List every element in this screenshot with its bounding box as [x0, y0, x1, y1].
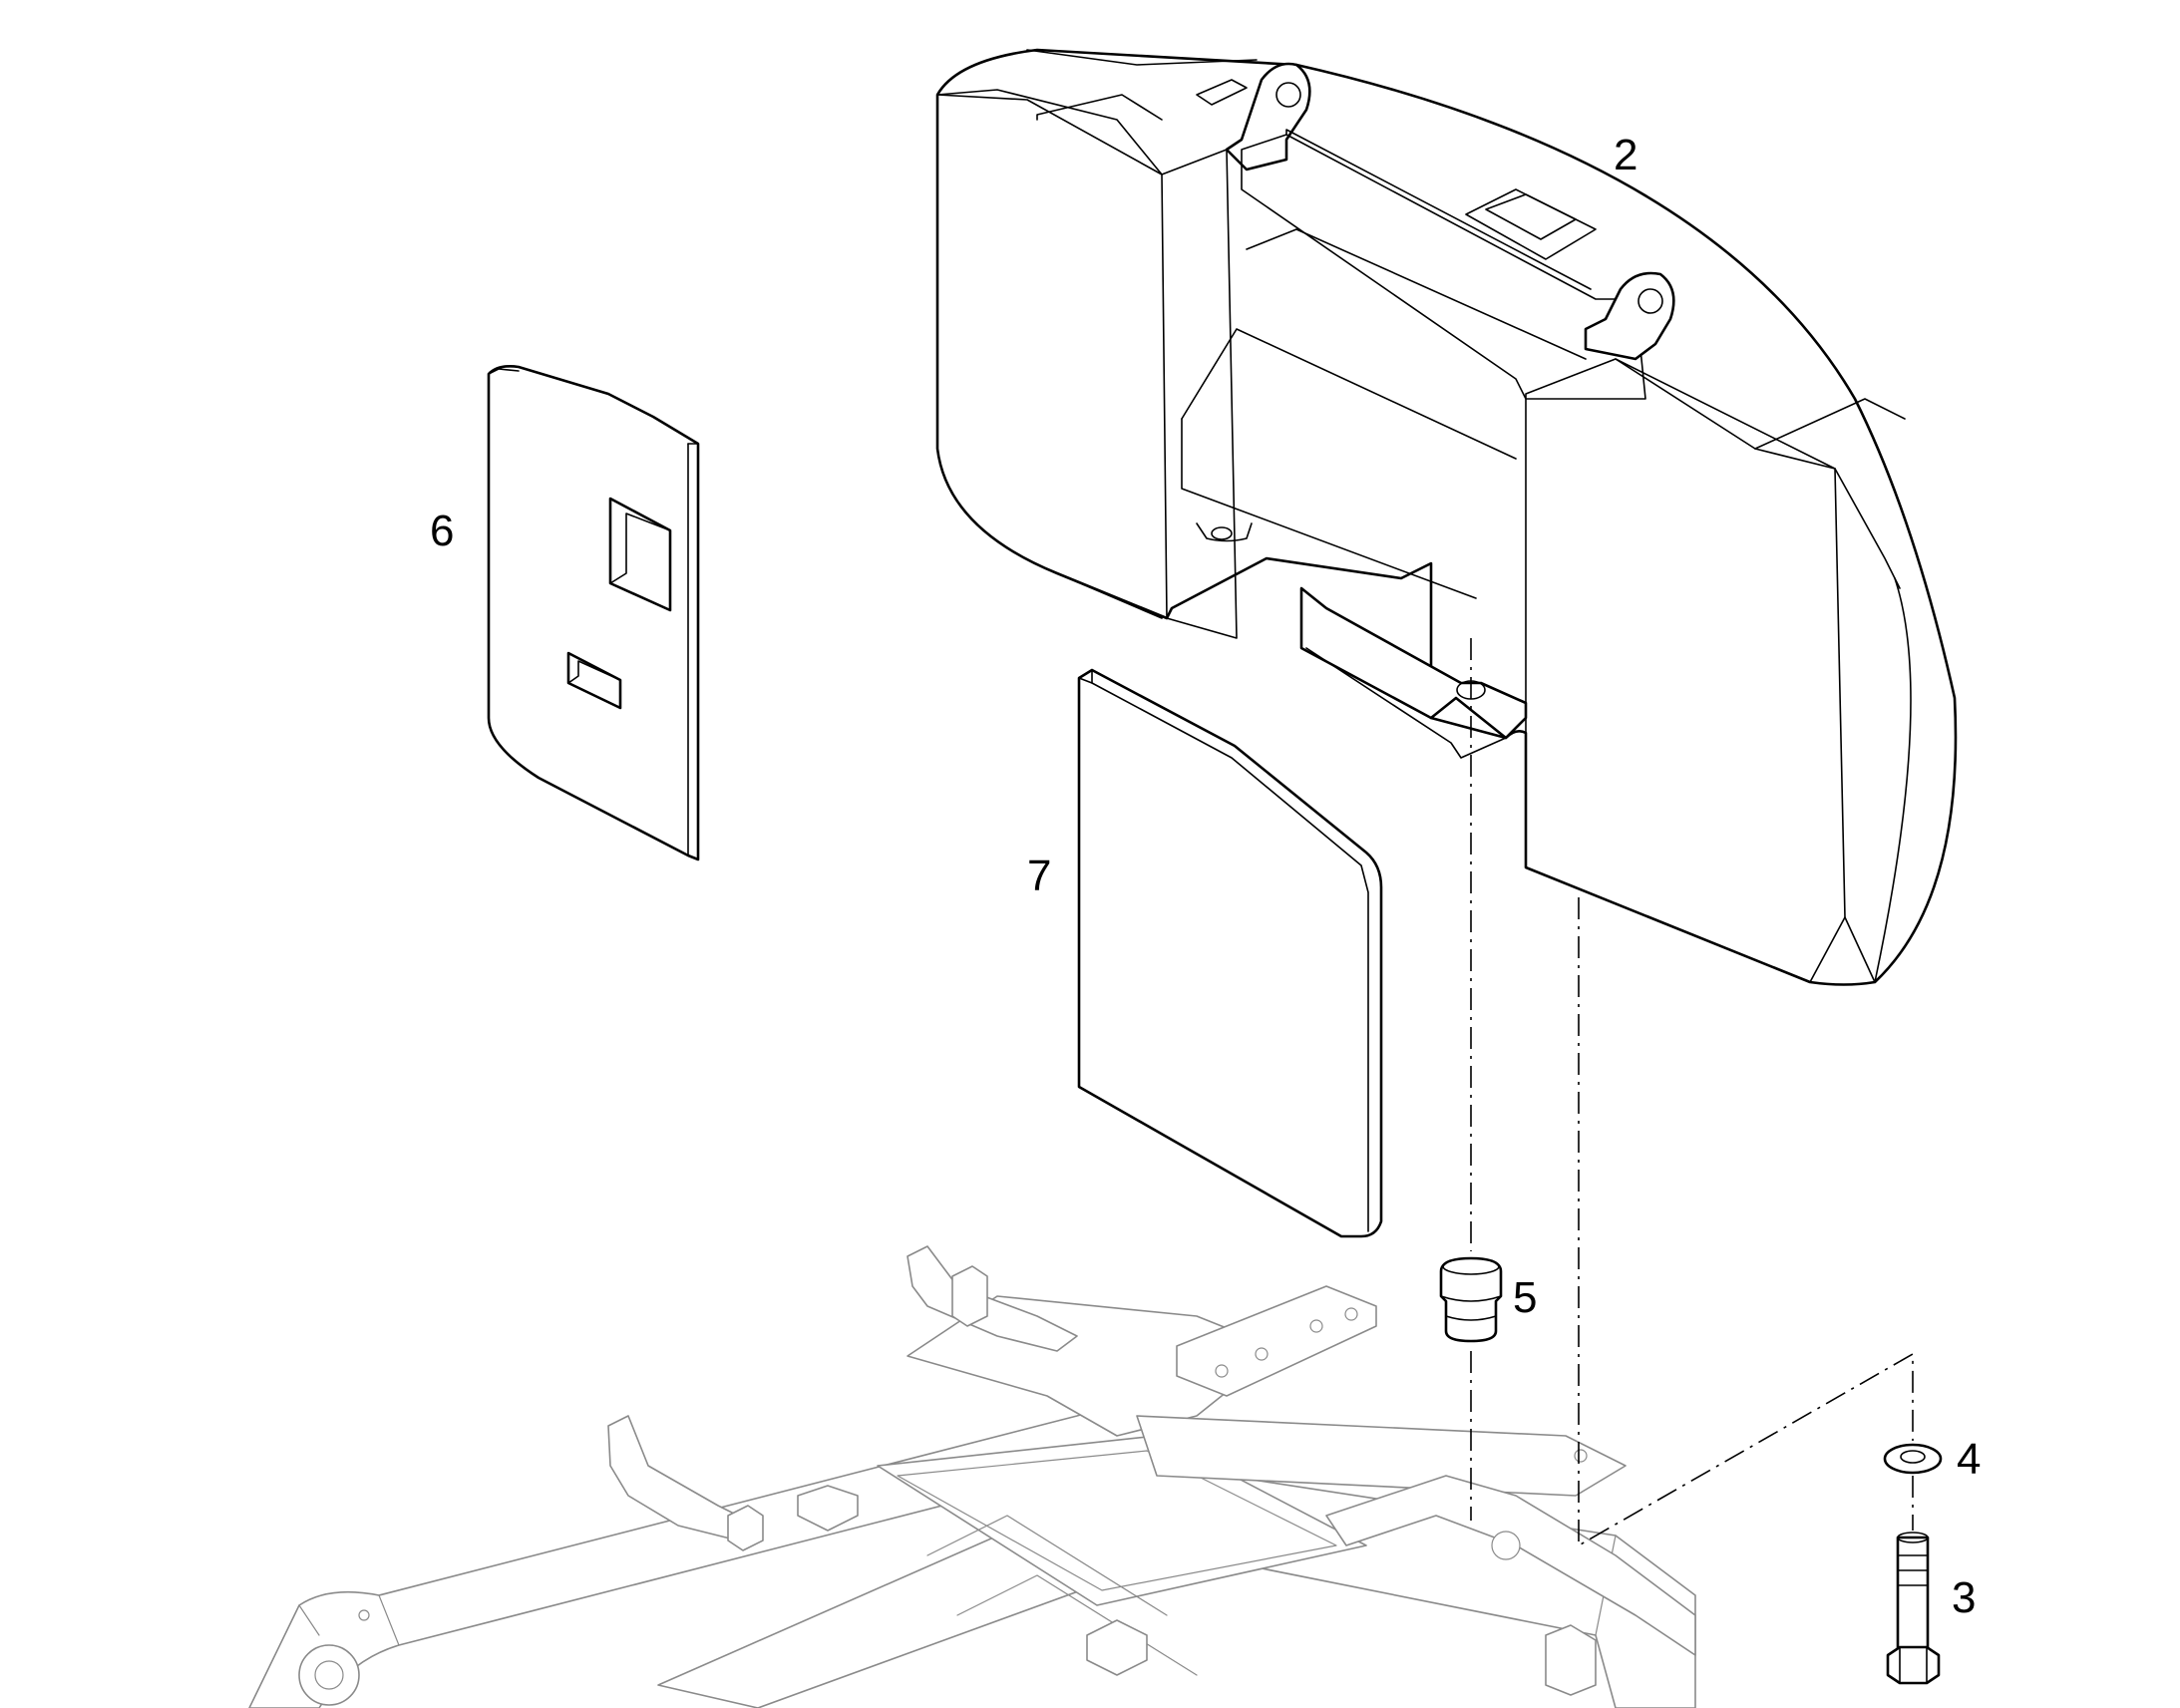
- lifting-eye-right: [1584, 271, 1675, 361]
- bolt-head: [1886, 1645, 1941, 1685]
- callout-4: 4: [1957, 1435, 1981, 1484]
- plate-6-body: [487, 365, 700, 861]
- callout-labels: 2 3 4 5 6 7: [430, 131, 1981, 1622]
- center-recess: [1241, 134, 1646, 400]
- mount-plate: [1299, 586, 1528, 740]
- frame-lower-block: [727, 1505, 764, 1551]
- frame-mount-plate: [1136, 1415, 1627, 1497]
- frame-arm-left: [907, 1245, 1078, 1352]
- part-7-plate: [1077, 668, 1383, 1238]
- part-5-bushing: [1439, 1256, 1503, 1343]
- bushing-body: [1439, 1256, 1503, 1343]
- frame-top-plate: [1176, 1285, 1377, 1397]
- plate-6-window-large: [608, 497, 672, 612]
- assembly-lines: [1470, 638, 1914, 1547]
- washer-outer: [1883, 1443, 1943, 1475]
- callout-3: 3: [1952, 1573, 1976, 1622]
- part-4-washer: [1883, 1443, 1943, 1475]
- nameplate: [1465, 188, 1597, 260]
- left-block-face: [936, 94, 1168, 619]
- washer-hole: [1900, 1450, 1926, 1464]
- assembly-line-counterweight: [1578, 897, 1914, 1547]
- rear-pivot-hole: [1491, 1531, 1521, 1560]
- plate-6-window-small: [566, 651, 622, 710]
- lifting-eye-left: [1225, 62, 1311, 171]
- callout-2: 2: [1614, 131, 1637, 179]
- machine-frame: [248, 1245, 1696, 1708]
- mount-hole-right: [1574, 1449, 1588, 1463]
- counterweight-body: [935, 48, 1958, 986]
- part-2-counterweight: [935, 48, 1958, 986]
- callout-6: 6: [430, 507, 454, 555]
- frame-rear-boss-left: [1086, 1619, 1148, 1676]
- frame-center-block: [797, 1485, 859, 1532]
- frame-rear-boss-right: [1545, 1624, 1597, 1696]
- part-6-plate: [487, 365, 700, 861]
- part-3-bolt: [1886, 1532, 1941, 1685]
- pivot-hole: [314, 1660, 344, 1690]
- frame-right-rail: [1325, 1475, 1696, 1656]
- callout-7: 7: [1027, 852, 1051, 900]
- plate-7-body: [1077, 668, 1383, 1238]
- callout-5: 5: [1513, 1273, 1537, 1322]
- frame-bracket-block: [951, 1265, 988, 1327]
